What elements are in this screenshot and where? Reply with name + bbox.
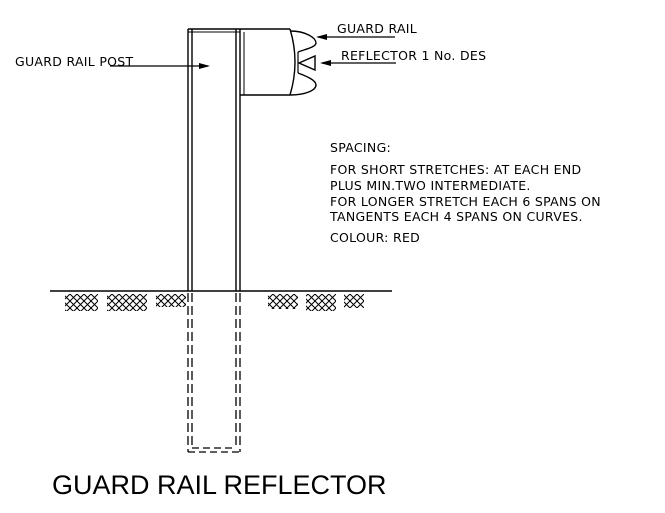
guard-rail-leader: [316, 34, 395, 40]
reflector-shape: [289, 30, 317, 96]
notes-line-3: FOR LONGER STRETCH EACH 6 SPANS ON: [330, 194, 601, 209]
notes-line-1: FOR SHORT STRETCHES: AT EACH END: [330, 162, 581, 177]
reflector-leader: [320, 60, 396, 66]
post-foundation-dashed: [187, 293, 241, 453]
reflector-label: REFLECTOR 1 No. DES: [341, 48, 486, 63]
guard-rail-post: [187, 28, 241, 291]
notes-line-2: PLUS MIN.TWO INTERMEDIATE.: [330, 178, 531, 193]
notes-heading: SPACING:: [330, 140, 391, 155]
guard-rail-post-label: GUARD RAIL POST: [15, 54, 134, 69]
spacing-notes: SPACING: FOR SHORT STRETCHES: AT EACH EN…: [329, 140, 601, 245]
soil-hatching: [65, 294, 364, 311]
guard-rail-label: GUARD RAIL: [337, 21, 417, 36]
post-leader: [110, 63, 210, 69]
notes-line-4: TANGENTS EACH 4 SPANS ON CURVES.: [329, 209, 583, 224]
guard-rail-block: [240, 28, 296, 96]
drawing-title: GUARD RAIL REFLECTOR: [52, 470, 387, 500]
notes-colour: COLOUR: RED: [330, 230, 420, 245]
